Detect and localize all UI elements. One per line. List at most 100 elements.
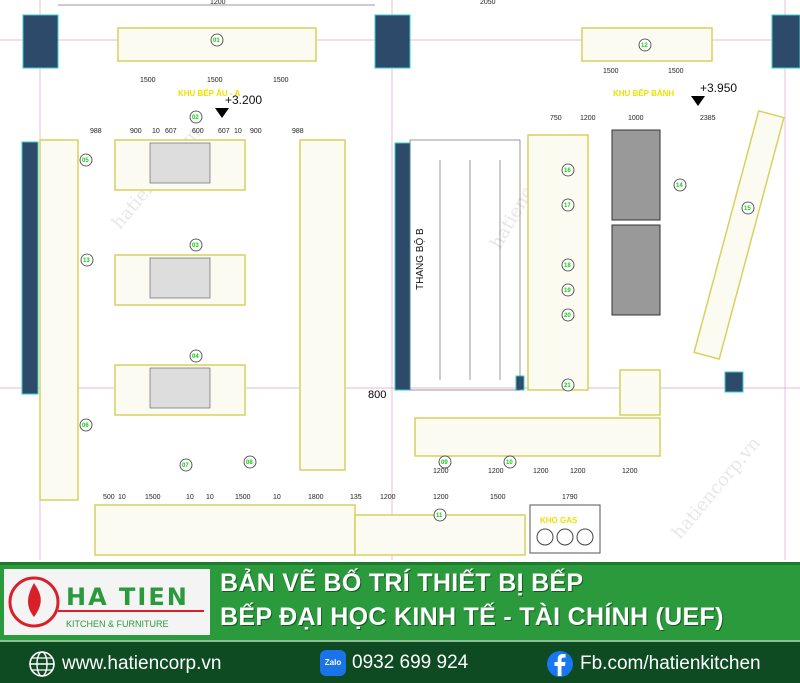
svg-text:1500: 1500 — [140, 77, 156, 84]
station-number: 19 — [564, 288, 571, 294]
station-marker — [673, 178, 687, 192]
svg-text:988: 988 — [292, 128, 304, 135]
station-number: 08 — [246, 460, 253, 466]
svg-text:1000: 1000 — [628, 115, 644, 122]
station-marker — [189, 238, 203, 252]
svg-text:10: 10 — [186, 494, 194, 501]
svg-text:hatiencorp.vn: hatiencorp.vn — [668, 433, 765, 543]
svg-text:607: 607 — [218, 128, 230, 135]
svg-text:1200: 1200 — [380, 494, 396, 501]
title-banner: HA TIEN KITCHEN & FURNITURE BẢN VẼ BỐ TR… — [0, 562, 800, 641]
website-text: www.hatiencorp.vn — [62, 653, 222, 674]
station-marker — [561, 283, 575, 297]
svg-text:10: 10 — [152, 128, 160, 135]
staircase — [409, 139, 521, 391]
globe-icon — [29, 651, 55, 677]
svg-text:1500: 1500 — [668, 68, 684, 75]
zalo-icon: Zalo — [320, 650, 346, 676]
svg-text:607: 607 — [165, 128, 177, 135]
svg-text:500: 500 — [103, 494, 115, 501]
station-number: 07 — [182, 463, 189, 469]
svg-text:900: 900 — [130, 128, 142, 135]
zone-b-level: +3.950 — [700, 81, 737, 95]
station-number: 18 — [564, 263, 571, 269]
website-link[interactable]: www.hatiencorp.vn — [28, 650, 221, 678]
svg-text:HA TIEN: HA TIEN — [66, 583, 189, 611]
station-number: 01 — [213, 38, 220, 44]
station-number: 09 — [441, 460, 448, 466]
station-marker — [503, 455, 517, 469]
contact-bar: www.hatiencorp.vn Zalo 0932 699 924 Fb.c… — [0, 640, 800, 683]
station-marker — [79, 418, 93, 432]
station-number: 03 — [192, 243, 199, 249]
level-marker-icon — [215, 108, 229, 118]
zone-b-label: KHU BẾP BÁNH — [613, 88, 674, 98]
station-number: 10 — [506, 460, 513, 466]
station-number: 16 — [564, 168, 571, 174]
station-marker — [189, 349, 203, 363]
station-marker — [561, 378, 575, 392]
station-marker — [561, 163, 575, 177]
dimensions: 1500 1500 1500 1500 1500 988 900 10 607 … — [90, 68, 716, 501]
facebook-text: Fb.com/hatienkitchen — [580, 653, 761, 674]
station-number: 21 — [564, 383, 571, 389]
level-marker-icon — [691, 96, 705, 106]
station-marker — [638, 38, 652, 52]
svg-text:600: 600 — [192, 128, 204, 135]
station-number: 15 — [744, 206, 751, 212]
svg-text:10: 10 — [206, 494, 214, 501]
station-number: 20 — [564, 313, 571, 319]
svg-text:988: 988 — [90, 128, 102, 135]
svg-text:10: 10 — [234, 128, 242, 135]
dim-top: 1200 — [210, 0, 226, 6]
station-marker — [561, 308, 575, 322]
svg-text:1800: 1800 — [308, 494, 324, 501]
gas-cylinders — [536, 528, 594, 546]
svg-text:750: 750 — [550, 115, 562, 122]
station-number: 13 — [83, 258, 90, 264]
svg-text:1500: 1500 — [273, 77, 289, 84]
station-marker — [243, 455, 257, 469]
work-tables — [611, 129, 661, 316]
svg-text:1500: 1500 — [145, 494, 161, 501]
counters — [39, 27, 785, 556]
station-number: 11 — [436, 513, 443, 519]
svg-text:1500: 1500 — [490, 494, 506, 501]
station-marker — [433, 508, 447, 522]
stoves — [149, 142, 211, 409]
station-number: 05 — [82, 158, 89, 164]
zone-a-label: KHU BẾP ÂU - A — [178, 88, 240, 98]
station-number: 04 — [192, 354, 199, 360]
title-line-1: BẢN VẼ BỐ TRÍ THIẾT BỊ BẾP — [220, 569, 584, 597]
station-marker — [561, 198, 575, 212]
station-marker — [561, 258, 575, 272]
station-marker — [179, 458, 193, 472]
zalo-phone-link[interactable]: Zalo 0932 699 924 — [320, 650, 468, 676]
svg-text:1500: 1500 — [603, 68, 619, 75]
svg-text:135: 135 — [350, 494, 362, 501]
station-number: 12 — [641, 43, 648, 49]
door-dim: 800 — [368, 389, 386, 401]
zone-a-level: +3.200 — [225, 93, 262, 107]
svg-text:10: 10 — [118, 494, 126, 501]
svg-text:1200: 1200 — [570, 468, 586, 475]
facebook-link[interactable]: Fb.com/hatienkitchen — [546, 650, 761, 678]
dim-top: 2050 — [480, 0, 496, 6]
flame-logo-icon: HA TIEN KITCHEN & FURNITURE — [8, 576, 204, 629]
gas-label: KHO GAS — [540, 516, 578, 525]
svg-text:1500: 1500 — [207, 77, 223, 84]
svg-text:KITCHEN & FURNITURE: KITCHEN & FURNITURE — [66, 619, 169, 629]
station-number: 17 — [564, 203, 571, 209]
svg-text:1500: 1500 — [235, 494, 251, 501]
svg-text:2385: 2385 — [700, 115, 716, 122]
svg-text:1200: 1200 — [622, 468, 638, 475]
station-number: 14 — [676, 183, 683, 189]
station-marker — [210, 33, 224, 47]
station-marker — [438, 455, 452, 469]
phone-text: 0932 699 924 — [352, 652, 469, 673]
svg-text:1200: 1200 — [433, 468, 449, 475]
station-marker — [80, 253, 94, 267]
svg-text:1200: 1200 — [433, 494, 449, 501]
station-marker — [741, 201, 755, 215]
